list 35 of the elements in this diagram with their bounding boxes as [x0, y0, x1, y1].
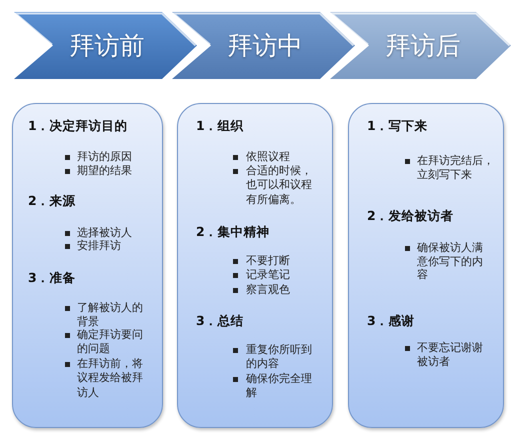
step-card — [12, 103, 163, 428]
step-card — [348, 103, 504, 428]
step-heading: 3．总结 — [196, 313, 244, 329]
step-heading: 1．组织 — [196, 118, 244, 134]
list-item-text: 记录笔记 — [246, 268, 291, 282]
list-item-text: 拜访的原因 — [77, 150, 133, 164]
step-heading: 3．准备 — [28, 270, 76, 286]
stage-title: 拜访后 — [386, 32, 460, 60]
stage-title: 拜访前 — [70, 32, 144, 60]
step-heading: 3．感谢 — [367, 313, 415, 329]
list-item-text: 了解被访人的背景 — [77, 300, 144, 328]
chevron-banner — [330, 12, 511, 79]
list-item-text: 不要忘记谢谢被访者 — [417, 341, 484, 368]
list-item-text: 确保你完全理解 — [246, 372, 313, 401]
step-card — [177, 103, 333, 428]
step-heading: 2．发给被访者 — [367, 208, 454, 224]
list-item-text: 重复你所听到的内容 — [246, 342, 313, 372]
list-item-text: 察言观色 — [246, 282, 291, 298]
list-item-text: 在拜访完结后，立刻写下来 — [417, 154, 495, 182]
list-item-text: 依照议程 — [246, 150, 291, 164]
stage-title: 拜访中 — [228, 32, 302, 60]
list-item-text: 合适的时候，也可以和议程有所偏离。 — [246, 164, 313, 208]
list-item-text: 期望的结果 — [77, 164, 133, 178]
list-item-text: 确定拜访要问的问题 — [77, 328, 144, 357]
list-item-text: 在拜访前，将议程发给被拜访人 — [77, 356, 144, 400]
list-item-text: 不要打断 — [246, 254, 291, 268]
list-item-text: 选择被访人 — [77, 226, 133, 240]
chevron-banner — [172, 12, 355, 79]
step-heading: 2．集中精神 — [196, 224, 270, 240]
chevron-banner — [14, 12, 197, 79]
step-heading: 1．决定拜访目的 — [28, 118, 128, 134]
list-item-text: 确保被访人满意你写下的内容 — [417, 241, 484, 282]
list-item-text: 安排拜访 — [77, 238, 122, 254]
step-heading: 1．写下来 — [367, 118, 428, 134]
step-heading: 2．来源 — [28, 193, 76, 209]
